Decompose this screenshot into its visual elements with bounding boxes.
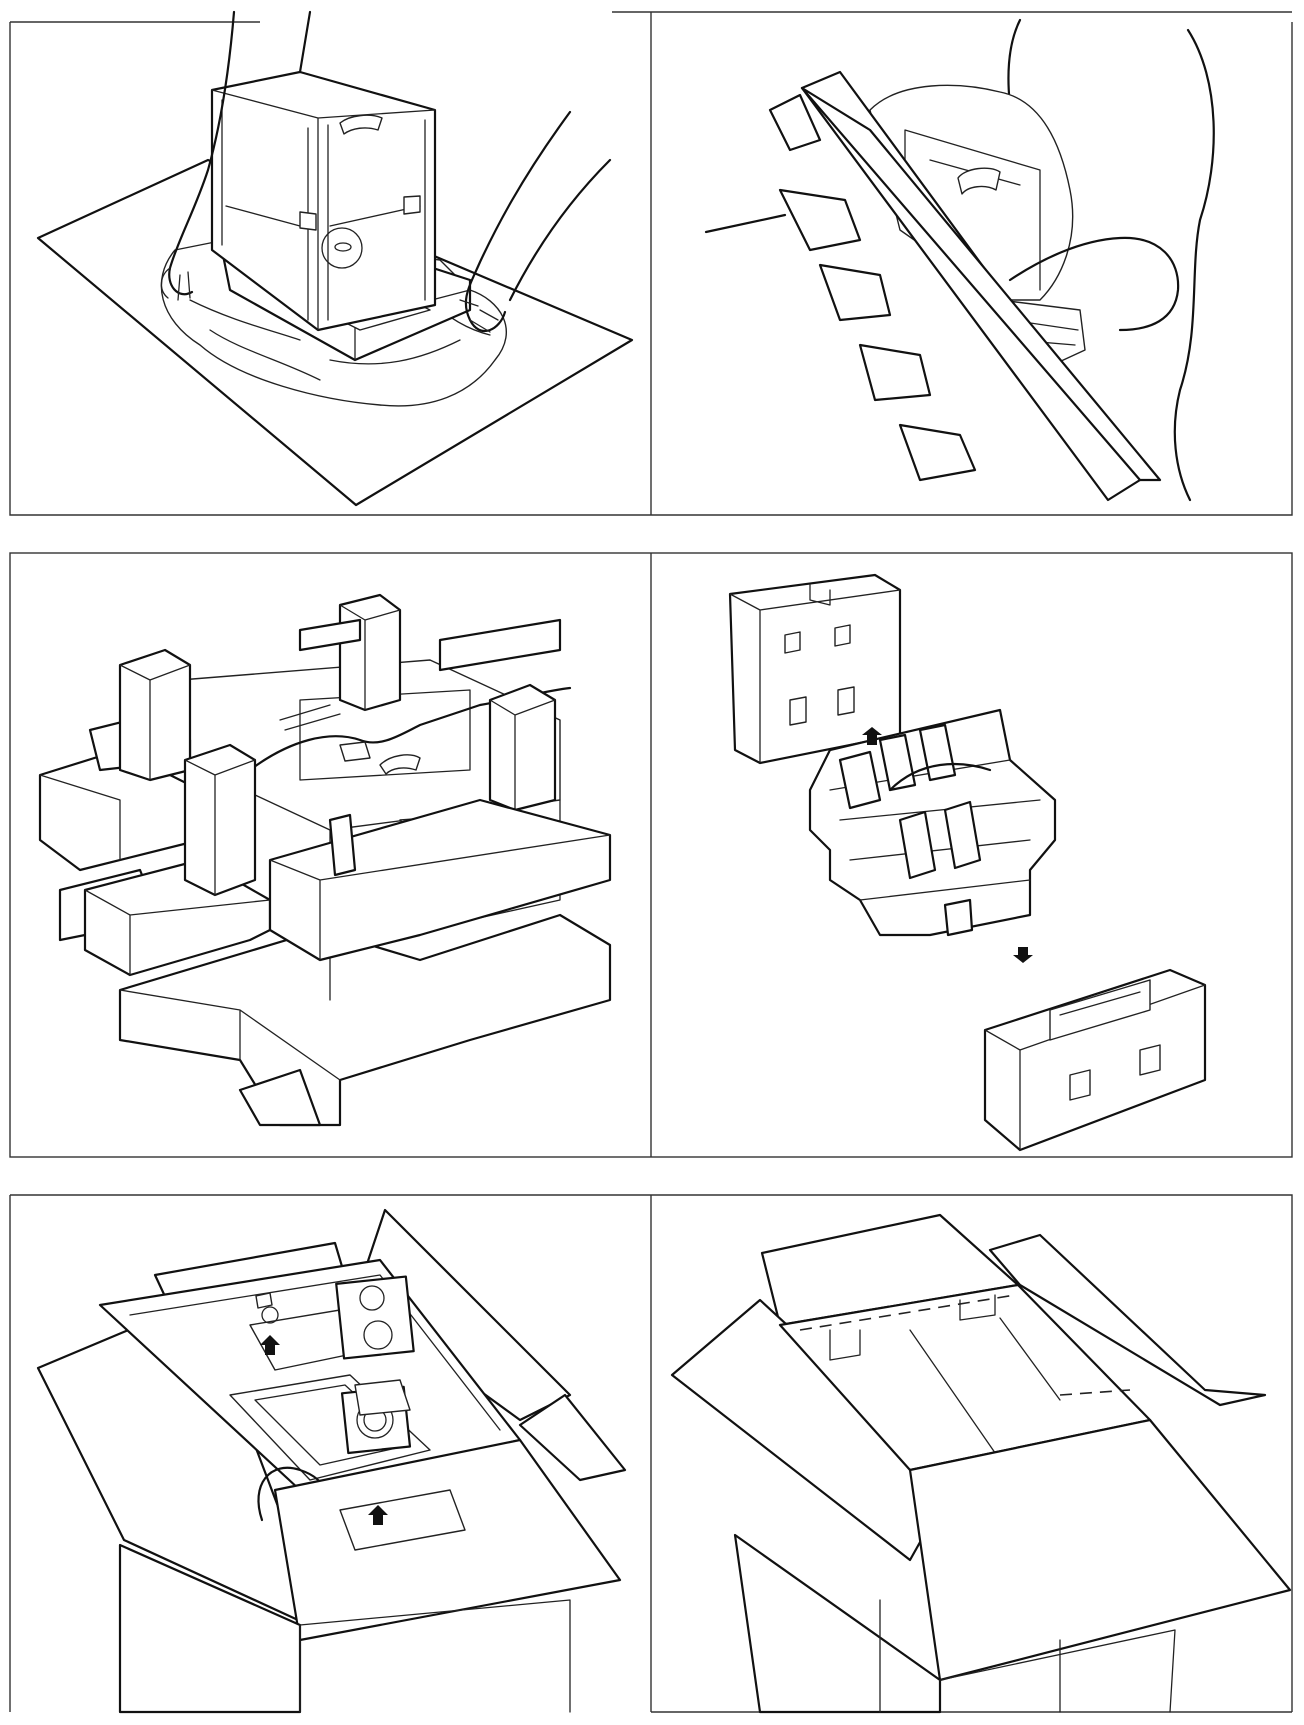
panel-box-with-accessories (36, 1208, 627, 1714)
panel-hold-balance-with-foam (704, 18, 1215, 502)
panel-closed-box-flaps (670, 1213, 1292, 1714)
panel-foam-packing-exploded (728, 573, 1207, 1152)
arrow-up-icon (260, 1335, 280, 1355)
arrow-up-icon (368, 1505, 388, 1525)
arrow-down-icon (1013, 947, 1033, 963)
panel-foam-packing-assembled (38, 593, 612, 1127)
panel-wrap-balance-in-bag (36, 10, 634, 507)
panel-frames (9, 11, 1293, 1713)
arrow-up-icon (862, 727, 882, 745)
